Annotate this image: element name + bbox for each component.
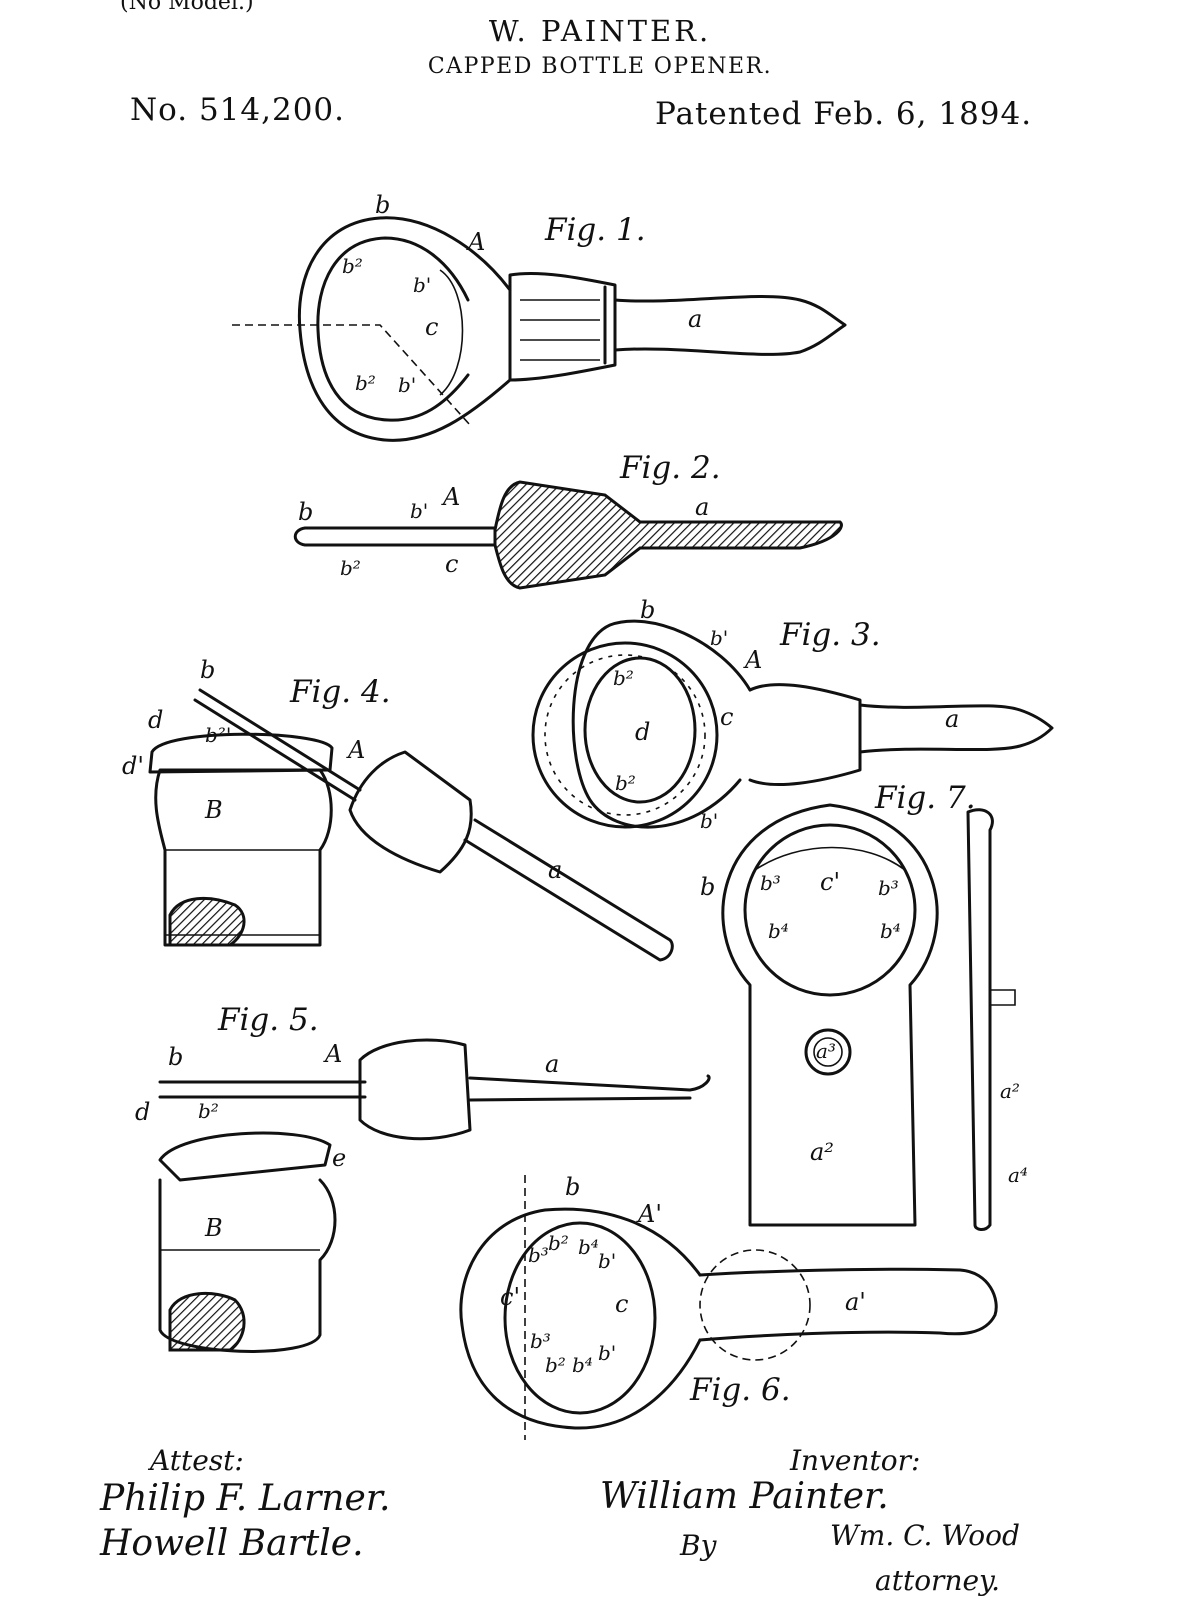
fig2-caption: Fig. 2. xyxy=(619,450,721,486)
fig1-label-b1-top: b' xyxy=(413,273,431,297)
figure-6: Fig. 6. b A' b³ b² b⁴ b' c' c a' b³ b² b… xyxy=(459,1173,998,1440)
fig6-label-b3-bot: b³ xyxy=(530,1329,551,1353)
fig7-label-a3: a³ xyxy=(816,1039,836,1063)
fig5-label-B: B xyxy=(204,1214,223,1242)
fig5-label-a: a xyxy=(545,1050,559,1078)
inventor-label: Inventor: xyxy=(789,1444,920,1477)
attorney-label: attorney. xyxy=(875,1564,1000,1597)
fig5-caption: Fig. 5. xyxy=(217,1002,319,1038)
fig4-label-d: d xyxy=(148,706,163,734)
fig6-label-b: b xyxy=(565,1173,580,1201)
fig3-label-d: d xyxy=(635,718,650,746)
figure-1: Fig. 1. b A b² b' c b² b' a xyxy=(232,191,847,442)
fig3-label-A: A xyxy=(743,646,762,674)
inventor-heading: W. PAINTER. xyxy=(488,14,712,48)
fig7-label-a4: a⁴ xyxy=(1008,1163,1028,1187)
fig7-caption: Fig. 7. xyxy=(874,780,976,816)
inventor-signature: William Painter. xyxy=(600,1476,889,1517)
fig6-label-b4-top: b⁴ xyxy=(578,1235,599,1259)
fig1-label-b2-top: b² xyxy=(342,254,363,278)
fig1-label-A: A xyxy=(466,228,485,256)
fig5-label-d: d xyxy=(135,1098,150,1126)
fig2-label-c: c xyxy=(445,550,458,578)
fig7-label-b4-right: b⁴ xyxy=(880,919,901,943)
fig7-label-b3-left: b³ xyxy=(760,871,781,895)
fig3-label-b2-top: b² xyxy=(613,666,634,690)
fig6-label-b3-top: b³ xyxy=(528,1243,549,1267)
fig4-label-d1: d' xyxy=(122,752,144,780)
attorney-signature: Wm. C. Wood xyxy=(830,1519,1020,1552)
fig3-label-b1-bot: b' xyxy=(700,809,718,833)
no-model-note: (No Model.) xyxy=(120,0,254,15)
fig6-label-b2-bot: b² xyxy=(545,1353,566,1377)
fig7-label-b3-right: b³ xyxy=(878,876,899,900)
fig3-label-b: b xyxy=(640,596,655,624)
attest-label: Attest: xyxy=(147,1444,244,1477)
fig3-label-a: a xyxy=(945,705,959,733)
fig4-caption: Fig. 4. xyxy=(289,674,391,710)
figure-5: Fig. 5. b A a d b² e B xyxy=(135,1002,711,1353)
fig1-label-b2-bot: b² xyxy=(355,371,376,395)
fig6-label-a1: a' xyxy=(845,1288,866,1316)
figure-7: Fig. 7. b b³ c' b³ b⁴ b⁴ a³ a² a² a⁴ xyxy=(700,780,1028,1231)
fig1-hatching xyxy=(520,299,600,361)
fig7-label-c1: c' xyxy=(820,868,840,896)
fig3-label-b2-bot: b² xyxy=(615,771,636,795)
fig2-label-A: A xyxy=(441,483,460,511)
fig2-label-b1: b' xyxy=(410,499,428,523)
witness-signature-1: Philip F. Larner. xyxy=(99,1478,390,1519)
fig3-caption: Fig. 3. xyxy=(779,617,881,653)
fig5-label-b: b xyxy=(168,1043,183,1071)
fig4-label-B: B xyxy=(204,796,223,824)
patent-number: No. 514,200. xyxy=(130,92,345,128)
fig6-label-c: c xyxy=(615,1290,628,1318)
fig7-label-a2-side: a² xyxy=(1000,1079,1020,1103)
fig6-label-A1: A' xyxy=(636,1200,662,1228)
fig5-label-e: e xyxy=(332,1144,346,1172)
fig2-label-b2: b² xyxy=(340,556,361,580)
fig1-label-b1-bot: b' xyxy=(398,373,416,397)
fig6-label-b4-bot: b⁴ xyxy=(572,1353,593,1377)
fig6-label-b2-top: b² xyxy=(548,1231,569,1255)
fig1-label-a: a xyxy=(688,305,702,333)
fig6-label-c1: c' xyxy=(500,1283,520,1311)
figure-4: Fig. 4. b d b²' d' A B a xyxy=(122,656,674,962)
fig6-label-b1-top: b' xyxy=(598,1249,616,1273)
by-label: By xyxy=(679,1529,718,1562)
fig7-label-b4-left: b⁴ xyxy=(768,919,789,943)
signature-block: Attest: Philip F. Larner. Howell Bartle.… xyxy=(99,1444,1020,1597)
fig3-label-b1-top: b' xyxy=(710,626,728,650)
fig5-label-A: A xyxy=(323,1040,342,1068)
patent-title: CAPPED BOTTLE OPENER. xyxy=(427,54,773,79)
figure-2: Fig. 2. b b' A a b² c xyxy=(293,450,843,590)
fig4-label-b21: b²' xyxy=(205,723,231,747)
fig7-label-b: b xyxy=(700,873,715,901)
fig3-label-c: c xyxy=(720,703,733,731)
fig2-label-a: a xyxy=(695,493,709,521)
fig4-label-A: A xyxy=(346,736,365,764)
fig1-label-c: c xyxy=(425,313,438,341)
fig6-caption: Fig. 6. xyxy=(689,1372,791,1408)
patent-date: Patented Feb. 6, 1894. xyxy=(655,96,1033,132)
fig4-label-b: b xyxy=(200,656,215,684)
fig1-caption: Fig. 1. xyxy=(544,212,646,248)
fig5-label-b2: b² xyxy=(198,1099,219,1123)
fig2-label-b: b xyxy=(298,498,313,526)
fig6-label-b1-bot: b' xyxy=(598,1341,616,1365)
fig4-label-a: a xyxy=(548,856,562,884)
figure-3: Fig. 3. b b' A b² d c a b² b' xyxy=(531,596,1054,833)
witness-signature-2: Howell Bartle. xyxy=(99,1523,364,1564)
fig7-label-a2: a² xyxy=(810,1138,834,1166)
fig1-label-b: b xyxy=(375,191,390,219)
